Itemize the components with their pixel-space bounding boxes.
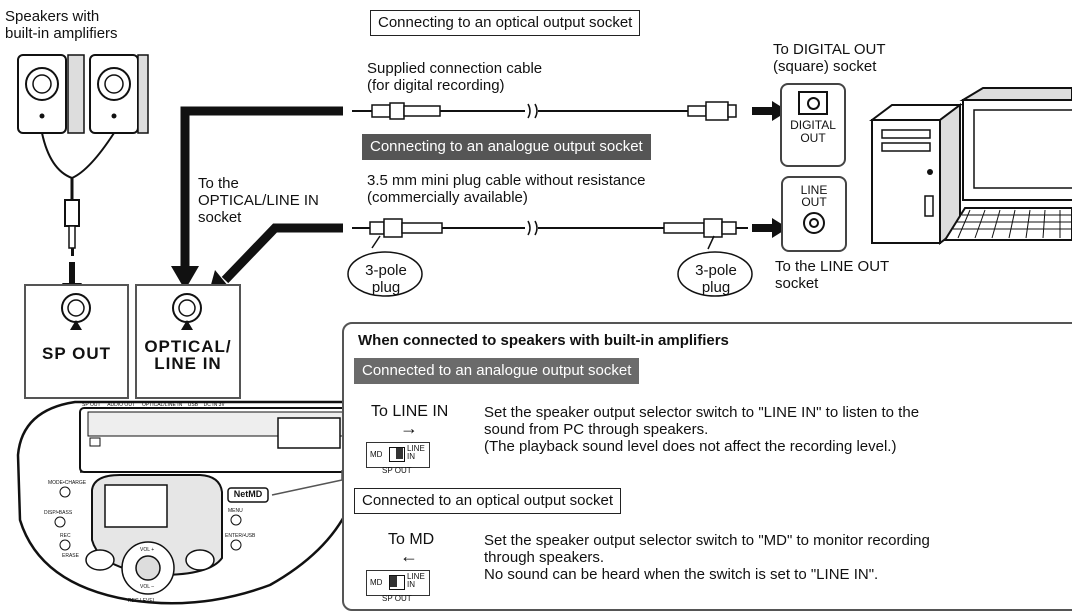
- optical-in-line2: OPTICAL/LINE IN: [198, 192, 319, 209]
- speakers-label-line2: built-in amplifiers: [5, 25, 118, 42]
- rec-button-label: REC: [60, 533, 71, 539]
- right-arrow-icon: →: [400, 418, 418, 438]
- analogue-cable-label: 3.5 mm mini plug cable without resistanc…: [367, 172, 645, 206]
- device-top-label: OPTICAL/LINE IN: [141, 402, 183, 408]
- line-out-target-label: To the LINE OUT socket: [775, 258, 889, 292]
- analogue-instruction-line1: Set the speaker output selector switch t…: [484, 404, 920, 421]
- speakers-label: Speakers with built-in amplifiers: [5, 8, 118, 42]
- analogue-instruction-line2: sound from PC through speakers.: [484, 421, 709, 438]
- digital-out-target-label: To DIGITAL OUT (square) socket: [773, 41, 886, 75]
- optical-line-in-line2: LINE IN: [154, 354, 222, 373]
- left-arrow-icon: ←: [400, 546, 418, 566]
- menu-button-label: MENU: [228, 508, 243, 514]
- device-top-label: SP OUT: [82, 402, 101, 408]
- netmd-logo: NetMD: [233, 489, 263, 499]
- device-top-label: DC IN 3V: [203, 402, 225, 408]
- to-md-label: To MD: [388, 531, 435, 548]
- line-out-jack-icon: [803, 212, 825, 234]
- optical-heading: Connecting to an optical output socket: [370, 10, 641, 36]
- pc-tower-illustration: [869, 87, 1072, 245]
- analogue-subheading: Connected to an analogue output socket: [354, 358, 640, 384]
- speakers-label-line1: Speakers with: [5, 8, 100, 25]
- plug-callout-left: 3-pole plug: [356, 262, 416, 296]
- mode-charge-button-label: MODE•CHARGE: [48, 480, 87, 486]
- line-out-target-line2: socket: [775, 275, 819, 292]
- digital-out-socket-label: DIGITAL OUT: [782, 119, 844, 145]
- digital-out-target-line2: (square) socket: [773, 58, 877, 75]
- analogue-cable-line2: (commercially available): [367, 189, 528, 206]
- optical-in-label: To the OPTICAL/LINE IN socket: [198, 175, 319, 226]
- optical-instruction-line3: No sound can be heard when the switch is…: [484, 566, 879, 583]
- digital-out-socket: DIGITAL OUT: [780, 83, 846, 167]
- plug-left-line1: 3-pole: [365, 262, 407, 279]
- analogue-cable: [352, 218, 748, 238]
- device-top-labels: SP OUT AUDIO OUT OPTICAL/LINE IN USB DC …: [82, 402, 225, 408]
- rec-level-label: REC LEVEL: [128, 598, 156, 604]
- enter-usb-button-label: ENTER/•USB: [225, 533, 256, 539]
- device-top-label: AUDIO OUT: [107, 402, 135, 408]
- optical-instruction-line2: through speakers.: [484, 549, 605, 566]
- optical-cable: [352, 101, 737, 121]
- switch-md-label: MD: [370, 450, 383, 459]
- switch-line-label: LINE: [407, 572, 425, 581]
- line-out-target-line1: To the LINE OUT: [775, 258, 890, 275]
- optical-line-in-socket-label: OPTICAL/ LINE IN: [136, 338, 240, 372]
- optical-cable-line1: Supplied connection cable: [367, 60, 543, 77]
- sp-out-socket-label: SP OUT: [42, 344, 111, 363]
- line-out-socket-label: LINE OUT: [783, 184, 845, 208]
- analogue-instructions: Set the speaker output selector switch t…: [484, 404, 919, 455]
- device-top-label: USB: [187, 402, 199, 408]
- optical-cable-label: Supplied connection cable (for digital r…: [367, 60, 542, 94]
- switch-line-label: LINE: [407, 444, 425, 453]
- plug-left-line2: plug: [371, 279, 401, 296]
- to-line-in-label: To LINE IN: [371, 403, 449, 420]
- switch-in-label: IN: [407, 580, 415, 589]
- switch-in-label: IN: [407, 452, 415, 461]
- optical-instruction-line1: Set the speaker output selector switch t…: [484, 532, 930, 549]
- md-device-illustration: [16, 400, 363, 605]
- optical-subheading: Connected to an optical output socket: [354, 488, 622, 514]
- switch-caption: SP OUT: [382, 594, 412, 603]
- switch-knob: [390, 576, 397, 587]
- optical-square-icon: [798, 91, 828, 115]
- line-out-line1: LINE: [800, 183, 828, 197]
- optical-in-line1: To the: [198, 175, 239, 192]
- line-out-socket: LINE OUT: [781, 176, 847, 252]
- analogue-cable-line1: 3.5 mm mini plug cable without resistanc…: [367, 172, 646, 189]
- erase-button-label: ERASE: [62, 553, 79, 559]
- digital-out-target-line1: To DIGITAL OUT: [773, 41, 886, 58]
- digital-out-line1: DIGITAL: [790, 118, 836, 132]
- optical-in-line3: socket: [198, 209, 242, 226]
- switch-knob: [396, 448, 403, 459]
- speakers-illustration: [17, 54, 149, 256]
- plug-right-line1: 3-pole: [695, 262, 737, 279]
- vol-plus-label: VOL +: [140, 547, 155, 553]
- line-out-line2: OUT: [801, 195, 827, 209]
- vol-minus-label: VOL –: [140, 584, 154, 590]
- analogue-instruction-line3: (The playback sound level does not affec…: [484, 438, 897, 455]
- switch-caption: SP OUT: [382, 466, 412, 475]
- info-panel-title: When connected to speakers with built-in…: [358, 332, 729, 349]
- optical-line-in-line1: OPTICAL/: [144, 337, 232, 356]
- plug-right-line2: plug: [701, 279, 731, 296]
- analogue-heading: Connecting to an analogue output socket: [362, 134, 651, 160]
- info-panel: When connected to speakers with built-in…: [342, 322, 1072, 611]
- optical-instructions: Set the speaker output selector switch t…: [484, 532, 930, 583]
- optical-cable-line2: (for digital recording): [367, 77, 505, 94]
- switch-md-label: MD: [370, 578, 383, 587]
- digital-out-line2: OUT: [800, 131, 826, 145]
- disp-bass-button-label: DISP/•BASS: [44, 510, 73, 516]
- plug-callout-right: 3-pole plug: [686, 262, 746, 296]
